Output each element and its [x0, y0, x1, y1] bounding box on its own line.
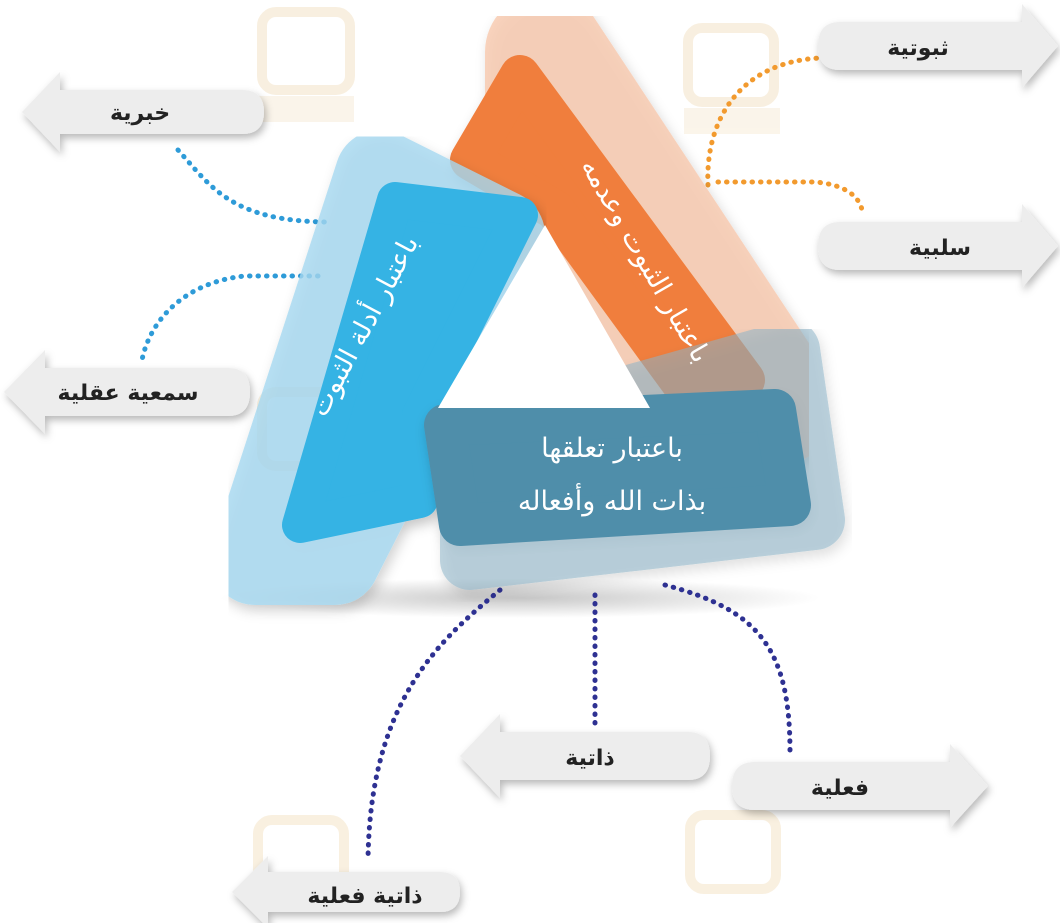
band-relation: [424, 320, 845, 590]
band-relation-inner: [424, 389, 811, 546]
connector-thubutiya: [705, 55, 823, 188]
connector-filiya: [662, 582, 793, 755]
block-arrow-right-icon: [818, 4, 1058, 88]
arrow-label-samiya-aqliya: سمعية عقلية: [58, 381, 199, 406]
block-arrow-right-icon: [818, 204, 1058, 288]
academy-logo-icon: [685, 810, 781, 894]
connector-salbiya: [715, 179, 865, 213]
band-evidence-inner: [282, 182, 538, 543]
arrow-label-filiya: فعلية: [811, 776, 869, 801]
arrow-label-salbiya: سلبية: [909, 236, 971, 261]
arrow-label-dhatiya: ذاتية: [565, 746, 614, 771]
connector-khabariya: [175, 147, 333, 225]
band-existence-inner: [450, 55, 765, 415]
arrow-thubutiya: ثبوتية: [818, 4, 1058, 88]
arrow-label-dhatiya-filiya: ذاتية فعلية: [307, 884, 422, 909]
arrow-dhatiya: ذاتية: [460, 714, 710, 798]
band-evidence: [210, 130, 545, 605]
arrow-khabariya: خبرية: [22, 72, 264, 152]
block-arrow-left-icon: [22, 72, 264, 152]
block-arrow-right-icon: [732, 744, 988, 828]
academy-logo-icon: [683, 23, 780, 134]
arrow-label-thubutiya: ثبوتية: [887, 36, 949, 61]
band-label-relation-1: باعتبار تعلقها: [541, 433, 683, 464]
block-arrow-left-icon: [4, 350, 250, 434]
arrow-samiya-aqliya: سمعية عقلية: [4, 350, 250, 434]
arrow-filiya: فعلية: [732, 744, 988, 828]
arrow-dhatiya-filiya: ذاتية فعلية: [232, 856, 460, 923]
arrow-salbiya: سلبية: [818, 204, 1058, 288]
connector-samiya: [139, 273, 321, 363]
outcome-arrows: ثبوتية سلبية فعلية خبرية سمعية عقلية ذات…: [4, 4, 1058, 923]
connector-dhatiya-filiya: [365, 587, 503, 863]
block-arrow-left-icon: [232, 856, 460, 923]
band-label-relation-2: بذات الله وأفعاله: [518, 482, 706, 517]
academy-logo-icon: [257, 7, 355, 122]
triangle: [210, 0, 845, 605]
triangle-center: [438, 225, 650, 408]
arrow-label-khabariya: خبرية: [110, 101, 170, 126]
connectors: [139, 55, 865, 863]
block-arrow-left-icon: [460, 714, 710, 798]
